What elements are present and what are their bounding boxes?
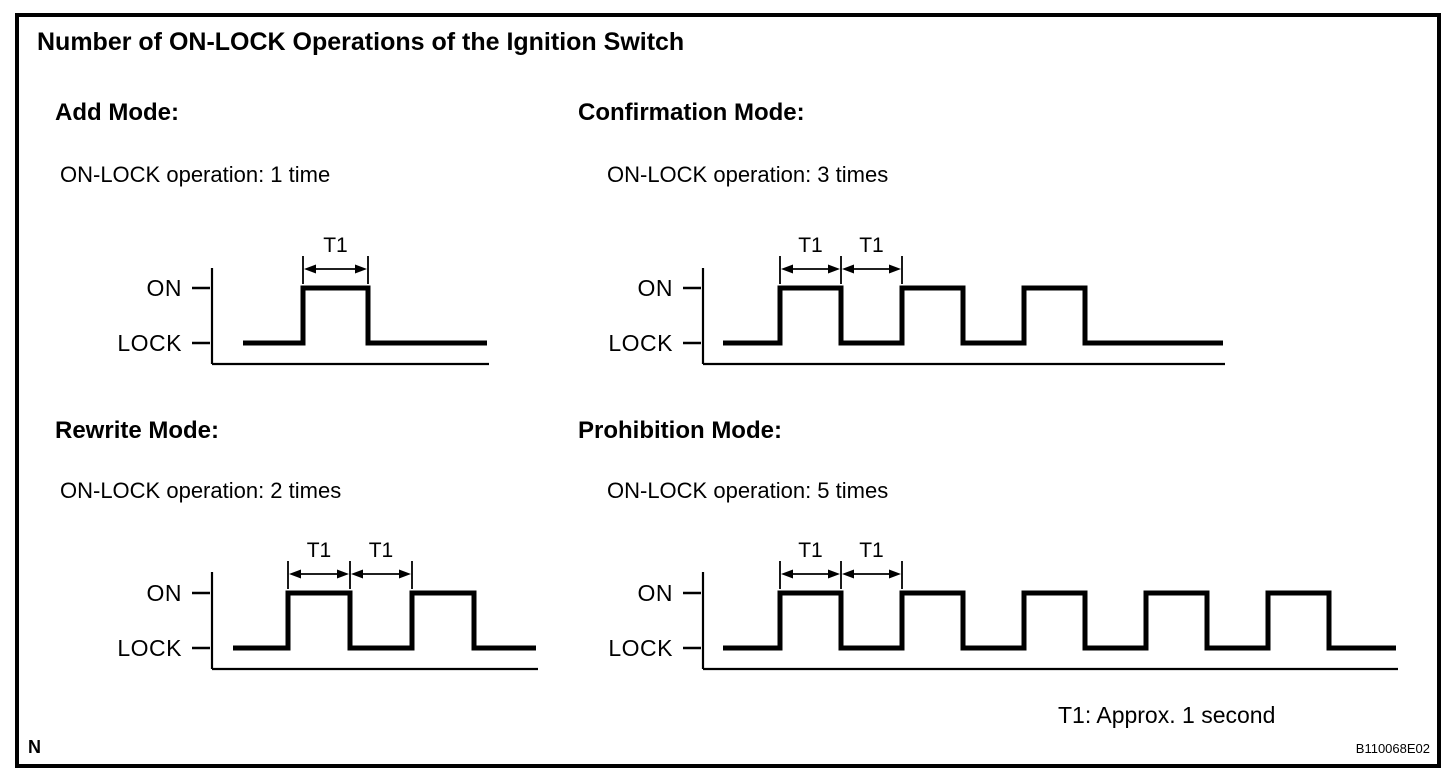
lock-level-label: LOCK [608,330,673,356]
signal-trace [243,285,487,346]
t1-duration-note: T1: Approx. 1 second [1058,702,1276,728]
mode-heading-prohibition: Prohibition Mode: [578,417,782,444]
t1-interval-label: T1 [798,539,823,562]
t1-interval-label: T1 [323,234,348,257]
t1-interval-label: T1 [369,539,394,562]
diagram-border [15,13,1441,768]
diagram-title: Number of ON-LOCK Operations of the Igni… [37,28,685,56]
on-level-label: ON [638,580,674,606]
t1-interval-label: T1 [798,234,823,257]
mode-operation-prohibition: ON-LOCK operation: 5 times [607,478,889,503]
on-level-label: ON [147,275,183,301]
mode-heading-add: Add Mode: [55,99,179,126]
mode-heading-rewrite: Rewrite Mode: [55,417,220,444]
arrowhead-left [351,569,363,579]
arrowhead-left [304,264,316,274]
arrowhead-left [781,569,793,579]
lock-level-label: LOCK [608,635,673,661]
on-level-label: ON [638,275,674,301]
arrowhead-left [842,264,854,274]
arrowhead-right [828,264,840,274]
arrowhead-right [889,264,901,274]
arrowhead-left [842,569,854,579]
signal-trace [723,285,1223,346]
on-level-label: ON [147,580,183,606]
arrowhead-right [889,569,901,579]
arrowhead-right [355,264,367,274]
arrowhead-left [781,264,793,274]
mode-heading-confirmation: Confirmation Mode: [578,99,805,126]
arrowhead-right [337,569,349,579]
t1-interval-label: T1 [859,234,884,257]
lock-level-label: LOCK [117,635,182,661]
t1-interval-label: T1 [307,539,332,562]
arrowhead-right [399,569,411,579]
waveform-rewrite-mode: ON LOCK T1 T1 [117,539,538,671]
mode-operation-rewrite: ON-LOCK operation: 2 times [60,478,342,503]
arrowhead-left [289,569,301,579]
waveform-add-mode: ON LOCK T1 [117,234,489,366]
lock-level-label: LOCK [117,330,182,356]
waveform-confirmation-mode: ON LOCK T1 T1 [608,234,1225,366]
signal-trace [723,590,1396,651]
page-marker: N [28,737,41,757]
signal-trace [233,590,536,651]
waveform-prohibition-mode: ON LOCK T1 T1 [608,539,1398,671]
figure-code: B110068E02 [1355,741,1430,756]
arrowhead-right [828,569,840,579]
t1-interval-label: T1 [859,539,884,562]
mode-operation-confirmation: ON-LOCK operation: 3 times [607,162,889,187]
mode-operation-add: ON-LOCK operation: 1 time [60,162,331,187]
